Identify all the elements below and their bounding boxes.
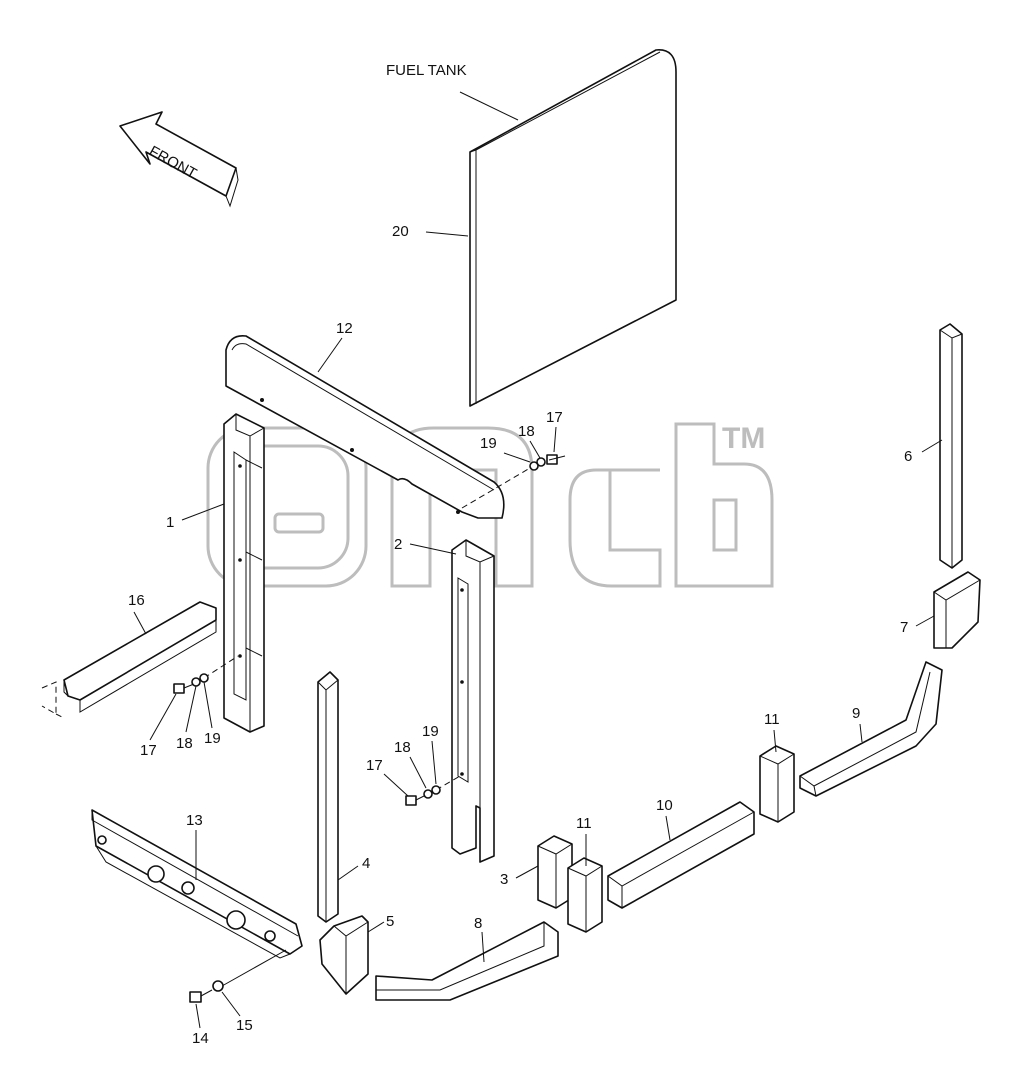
vertical-bar-4: 4 xyxy=(317,671,370,923)
left-post: 1 xyxy=(166,413,265,733)
callout-4: 4 xyxy=(362,855,370,872)
callout-2: 2 xyxy=(394,536,402,553)
cover-plate: 12 xyxy=(225,320,505,519)
bolt-set-upper: 19 18 17 xyxy=(461,409,566,509)
bolt-set-left: 17 18 19 xyxy=(140,655,239,759)
callout-19b: 19 xyxy=(204,730,221,747)
watermark-tm: TM xyxy=(722,422,765,455)
long-bar-10: 10 xyxy=(607,797,755,909)
small-block-11-upper: 11 xyxy=(759,711,795,823)
front-arrow: FRONT xyxy=(119,111,239,208)
callout-9: 9 xyxy=(852,705,860,722)
callout-17c: 17 xyxy=(366,757,383,774)
callout-18b: 18 xyxy=(176,735,193,752)
callout-5: 5 xyxy=(386,913,394,930)
corner-block-5: 5 xyxy=(319,913,394,995)
callout-6: 6 xyxy=(904,448,912,465)
callout-14: 14 xyxy=(192,1030,209,1047)
callout-19c: 19 xyxy=(422,723,439,740)
callout-7: 7 xyxy=(900,619,908,636)
fuel-tank-label: FUEL TANK xyxy=(386,62,467,79)
callout-8: 8 xyxy=(474,915,482,932)
bracket-bolt: 14 15 xyxy=(189,949,287,1047)
callout-17a: 17 xyxy=(546,409,563,426)
callout-11a: 11 xyxy=(764,711,780,728)
callout-12: 12 xyxy=(336,320,353,337)
corner-block-7: 7 xyxy=(900,571,981,649)
small-block-3: 3 xyxy=(500,835,573,909)
bent-pad-8: 8 xyxy=(375,915,559,1001)
callout-18c: 18 xyxy=(394,739,411,756)
callout-20: 20 xyxy=(392,223,409,240)
bolt-set-right: 17 18 19 xyxy=(366,723,461,806)
callout-19a: 19 xyxy=(480,435,497,452)
callout-11b: 11 xyxy=(576,815,592,832)
fuel-tank-panel: FUEL TANK 20 xyxy=(386,49,677,407)
callout-16: 16 xyxy=(128,592,145,609)
callout-13: 13 xyxy=(186,812,203,829)
vertical-bar-6: 6 xyxy=(904,323,963,569)
front-bracket: 13 xyxy=(91,809,303,959)
callout-17b: 17 xyxy=(140,742,157,759)
right-post: 2 xyxy=(394,536,495,863)
callout-1: 1 xyxy=(166,514,174,531)
callout-3: 3 xyxy=(500,871,508,888)
callout-15: 15 xyxy=(236,1017,253,1034)
callout-10: 10 xyxy=(656,797,673,814)
lower-rail: 16 xyxy=(41,592,217,719)
callout-18a: 18 xyxy=(518,423,535,440)
small-block-11-lower: 11 xyxy=(567,815,603,933)
bent-pad-9: 9 xyxy=(799,661,943,797)
